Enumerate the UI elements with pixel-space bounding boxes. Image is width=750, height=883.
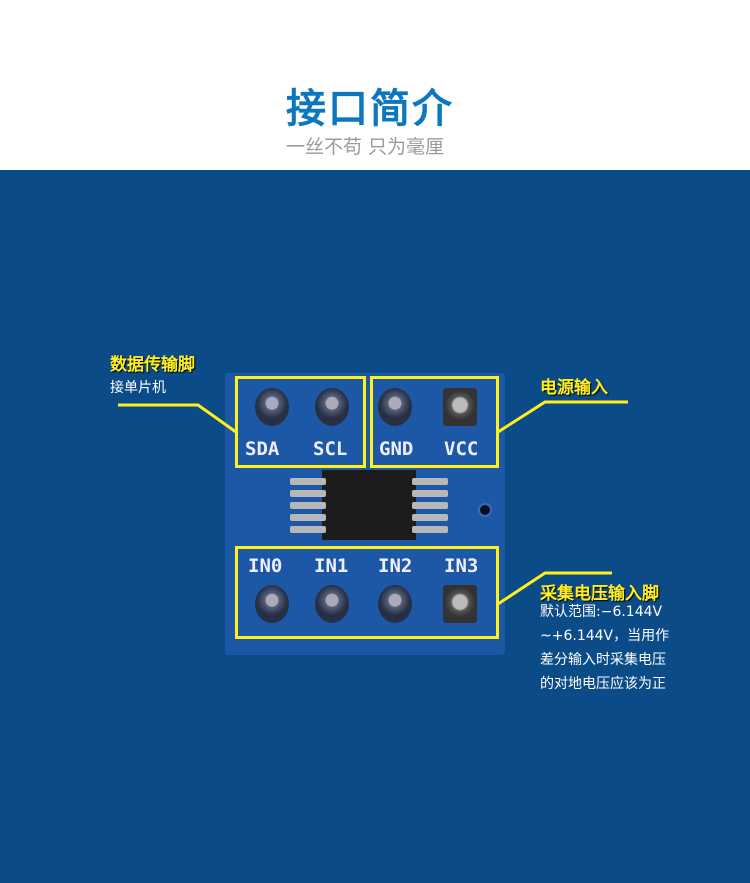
pin-vcc: [443, 388, 477, 426]
label-adc-desc: 默认范围:−6.144V ~+6.144V，当用作 差分输入时采集电压 的对地电…: [540, 600, 669, 696]
page-subtitle: 一丝不苟 只为毫厘: [285, 136, 445, 158]
silk-in3: IN3: [444, 555, 479, 577]
leader-line-adc: [497, 571, 612, 606]
chip-legs-left: [290, 478, 326, 533]
label-power-title: 电源输入: [540, 378, 608, 398]
pin-sda: [255, 388, 289, 426]
highlight-power-pins: [370, 376, 499, 468]
mounting-hole: [478, 503, 492, 517]
adc-desc-line: ~+6.144V，当用作: [540, 628, 670, 644]
highlight-adc-pins: [235, 546, 499, 639]
page-title: 接口简介: [286, 86, 454, 132]
label-data-desc: 接单片机: [110, 380, 166, 396]
leader-line-data: [118, 403, 237, 434]
silk-in2: IN2: [378, 555, 413, 577]
pin-scl: [315, 388, 349, 426]
pin-in2: [378, 585, 412, 623]
adc-desc-line: 默认范围:−6.144V: [540, 604, 663, 620]
silk-vcc: VCC: [444, 438, 479, 460]
ic-chip: [322, 470, 416, 540]
adc-desc-line: 差分输入时采集电压: [540, 652, 666, 668]
silk-gnd: GND: [379, 438, 414, 460]
pin-gnd: [378, 388, 412, 426]
silk-sda: SDA: [245, 438, 280, 460]
pin-in1: [315, 585, 349, 623]
label-data-title: 数据传输脚: [110, 355, 195, 375]
pin-in0: [255, 585, 289, 623]
label-adc-title: 采集电压输入脚: [540, 584, 659, 604]
highlight-data-pins: [235, 376, 366, 468]
adc-desc-line: 的对地电压应该为正: [540, 676, 666, 692]
pin-in3: [443, 585, 477, 623]
chip-legs-right: [412, 478, 448, 533]
silk-in0: IN0: [248, 555, 283, 577]
leader-line-power: [497, 400, 628, 434]
silk-in1: IN1: [314, 555, 349, 577]
silk-scl: SCL: [313, 438, 348, 460]
